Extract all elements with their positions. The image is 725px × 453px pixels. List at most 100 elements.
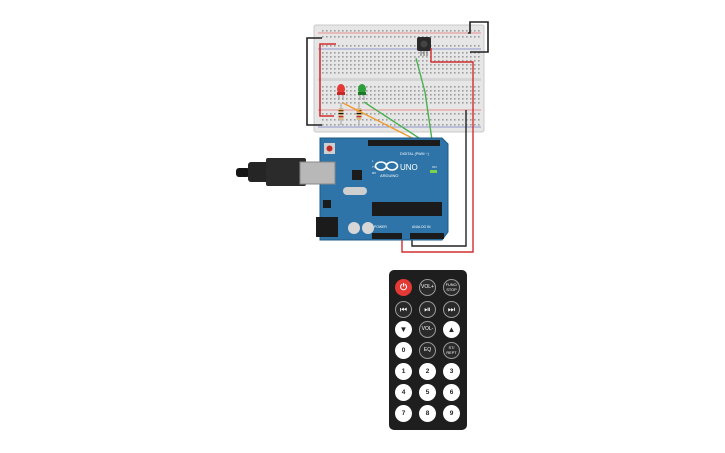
remote-up-button[interactable]: ▲ xyxy=(443,321,460,338)
breadboard-hole xyxy=(474,45,476,47)
breadboard-hole xyxy=(334,90,336,92)
breadboard-hole xyxy=(458,98,460,100)
arduino-uno-board[interactable]: ARDUINO UNO DIGITAL (PWM ~) POWER ANALOG… xyxy=(236,137,449,241)
breadboard-hole xyxy=(358,68,360,70)
remote-play-pause-button[interactable]: ⏯ xyxy=(419,301,436,318)
remote-vol-up-button[interactable]: VOL+ xyxy=(419,279,436,296)
breadboard-hole xyxy=(330,30,332,32)
breadboard-hole xyxy=(366,124,368,126)
breadboard-hole xyxy=(414,86,416,88)
breadboard-hole xyxy=(338,56,340,58)
remote-1-button[interactable]: 1 xyxy=(395,363,412,380)
breadboard-hole xyxy=(378,72,380,74)
breadboard-hole xyxy=(326,36,328,38)
red-led[interactable] xyxy=(337,84,345,100)
breadboard-hole xyxy=(378,52,380,54)
breadboard-hole xyxy=(394,52,396,54)
remote-down-button[interactable]: ▼ xyxy=(395,321,412,338)
breadboard-hole xyxy=(370,52,372,54)
remote-4-button[interactable]: 4 xyxy=(395,384,412,401)
breadboard-hole xyxy=(394,45,396,47)
breadboard-hole xyxy=(358,36,360,38)
breadboard-hole xyxy=(402,124,404,126)
breadboard-hole xyxy=(362,56,364,58)
breadboard-hole xyxy=(454,45,456,47)
breadboard-hole xyxy=(370,98,372,100)
breadboard-hole xyxy=(330,45,332,47)
breadboard-hole xyxy=(478,86,480,88)
breadboard-hole xyxy=(326,119,328,121)
breadboard-hole xyxy=(438,94,440,96)
breadboard-hole xyxy=(382,60,384,62)
breadboard-hole xyxy=(366,45,368,47)
green-led[interactable] xyxy=(358,84,366,100)
breadboard-hole xyxy=(382,52,384,54)
remote-next-button[interactable]: ⏭ xyxy=(443,301,460,318)
remote-vol-down-button[interactable]: VOL- xyxy=(419,321,436,338)
breadboard-hole xyxy=(422,52,424,54)
breadboard-hole xyxy=(454,113,456,115)
breadboard-hole xyxy=(334,64,336,66)
remote-func-stop-button[interactable]: FUNC/ STOP xyxy=(443,279,460,296)
breadboard-hole xyxy=(406,45,408,47)
breadboard-hole xyxy=(330,72,332,74)
breadboard-hole xyxy=(370,119,372,121)
breadboard-hole xyxy=(382,30,384,32)
breadboard-hole xyxy=(394,56,396,58)
remote-eq-button[interactable]: EQ xyxy=(419,342,436,359)
ir-receiver[interactable] xyxy=(417,37,431,56)
breadboard-hole xyxy=(438,45,440,47)
breadboard-hole xyxy=(322,68,324,70)
breadboard-hole xyxy=(334,52,336,54)
breadboard-hole xyxy=(478,60,480,62)
breadboard-hole xyxy=(334,30,336,32)
breadboard-hole xyxy=(366,52,368,54)
breadboard-hole xyxy=(350,119,352,121)
breadboard-hole xyxy=(462,94,464,96)
remote-st-rept-button[interactable]: ST/ REPT xyxy=(443,342,460,359)
breadboard-hole xyxy=(358,64,360,66)
breadboard-hole xyxy=(418,56,420,58)
breadboard-hole xyxy=(462,30,464,32)
breadboard-hole xyxy=(350,124,352,126)
breadboard-hole xyxy=(362,60,364,62)
breadboard-hole xyxy=(410,30,412,32)
breadboard-hole xyxy=(446,124,448,126)
breadboard-hole xyxy=(358,72,360,74)
breadboard-hole xyxy=(462,113,464,115)
capacitor-1 xyxy=(348,222,360,234)
breadboard-hole xyxy=(442,102,444,104)
remote-prev-button[interactable]: ⏮ xyxy=(395,301,412,318)
remote-power-button[interactable]: ⏻ xyxy=(395,279,412,296)
breadboard-hole xyxy=(474,64,476,66)
remote-9-button[interactable]: 9 xyxy=(443,405,460,422)
breadboard-hole xyxy=(450,94,452,96)
breadboard-hole xyxy=(478,119,480,121)
breadboard-hole xyxy=(326,52,328,54)
breadboard-hole xyxy=(374,124,376,126)
breadboard-hole xyxy=(378,45,380,47)
resistor-1[interactable] xyxy=(338,103,344,125)
remote-8-button[interactable]: 8 xyxy=(419,405,436,422)
breadboard-hole xyxy=(370,90,372,92)
breadboard-hole xyxy=(370,113,372,115)
breadboard-hole xyxy=(466,56,468,58)
breadboard-hole xyxy=(446,90,448,92)
breadboard-hole xyxy=(394,30,396,32)
breadboard-hole xyxy=(326,113,328,115)
remote-3-button[interactable]: 3 xyxy=(443,363,460,380)
breadboard-hole xyxy=(434,124,436,126)
remote-5-button[interactable]: 5 xyxy=(419,384,436,401)
remote-2-button[interactable]: 2 xyxy=(419,363,436,380)
breadboard[interactable] xyxy=(313,24,485,133)
wires xyxy=(306,21,489,253)
breadboard-hole xyxy=(378,30,380,32)
breadboard-hole xyxy=(358,45,360,47)
breadboard-hole xyxy=(390,94,392,96)
remote-7-button[interactable]: 7 xyxy=(395,405,412,422)
breadboard-hole xyxy=(478,90,480,92)
breadboard-hole xyxy=(446,102,448,104)
remote-0-button[interactable]: 0 xyxy=(395,342,412,359)
remote-6-button[interactable]: 6 xyxy=(443,384,460,401)
